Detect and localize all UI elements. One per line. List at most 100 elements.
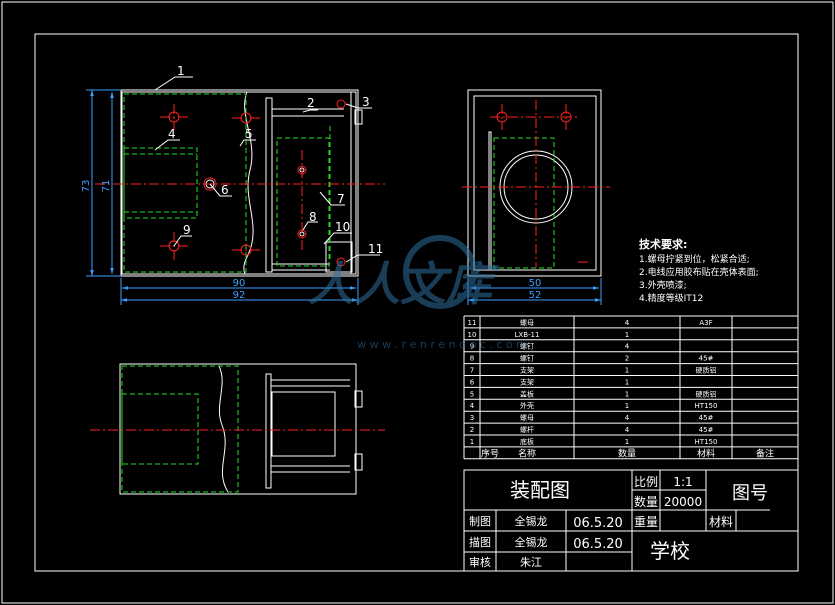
note-4: 4.精度等级IT12 xyxy=(639,292,703,304)
traced-label: 描图 xyxy=(469,535,491,549)
bom-cell: 1 xyxy=(470,438,474,446)
bom-header: 备注 xyxy=(756,447,774,459)
dim-71: 71 xyxy=(101,180,112,193)
dim-73: 73 xyxy=(81,180,92,193)
bom-cell: 1 xyxy=(625,331,629,339)
bom-cell: 1 xyxy=(625,367,629,375)
bom-cell: 支架 xyxy=(520,366,534,375)
part-label-6: 6 xyxy=(221,183,229,197)
bom-cell: 硬质铝 xyxy=(696,366,717,375)
part-label-2: 2 xyxy=(307,96,315,110)
bom-cell: 螺母 xyxy=(520,318,534,327)
bom-cell: 1 xyxy=(625,402,629,410)
drawn-name: 全锡龙 xyxy=(515,514,548,528)
notes-title: 技术要求: xyxy=(639,237,687,251)
part-label-10: 10 xyxy=(335,220,350,234)
side-view xyxy=(462,89,610,277)
bom-cell: 7 xyxy=(470,367,474,375)
top-view xyxy=(90,363,385,495)
part-label-7: 7 xyxy=(337,192,345,206)
bom-cell: 螺杆 xyxy=(520,425,534,434)
bom-cell: 11 xyxy=(468,319,477,327)
bom-cell: 8 xyxy=(470,355,474,363)
bom-cell: A3F xyxy=(699,319,712,327)
dim-92: 92 xyxy=(233,290,246,301)
bom-cell: 9 xyxy=(470,343,474,351)
school-name: 学校 xyxy=(650,539,690,563)
bom-cell: HT150 xyxy=(695,402,718,410)
bom-cell: LXB-11 xyxy=(515,331,540,339)
drawing-no-label: 图号 xyxy=(732,483,768,504)
bom-cell: 螺钉 xyxy=(520,342,534,351)
side-dimension-texts: 50 52 xyxy=(529,278,542,301)
material-label: 材料 xyxy=(709,515,733,529)
front-dimension-texts: 73 71 90 92 xyxy=(81,180,245,301)
bom-cell: 硬质铝 xyxy=(696,389,717,398)
leader-lines xyxy=(154,76,380,263)
note-1: 1.螺母拧紧到位，松紧合适; xyxy=(639,253,750,265)
bom-cell: HT150 xyxy=(695,438,718,446)
dim-52: 52 xyxy=(529,290,542,301)
bom-cell: 4 xyxy=(625,414,630,422)
checked-label: 审核 xyxy=(469,555,491,569)
dim-50: 50 xyxy=(529,278,542,289)
bom-header: 材料 xyxy=(697,447,715,459)
bom-cell: 支架 xyxy=(520,377,534,386)
bom-cell: 盖板 xyxy=(520,389,534,398)
bom-header: 序号 xyxy=(481,447,499,459)
technical-notes: 技术要求: 1.螺母拧紧到位，松紧合适; 2.电线应用胶布贴在壳体表面; 3.外… xyxy=(639,237,759,304)
watermark: 人人文库 w w w . r e n r e n d o c . c o m xyxy=(308,235,527,351)
bom-header: 名称 xyxy=(518,447,536,459)
bom-cell: 4 xyxy=(625,319,630,327)
weight-label: 重量 xyxy=(634,515,658,529)
scale-value: 1:1 xyxy=(673,475,692,489)
bom-cell: 4 xyxy=(470,402,475,410)
watermark-logo-ring xyxy=(403,235,477,309)
bom-cell: 底板 xyxy=(520,437,534,446)
bom-cell: 2 xyxy=(470,426,474,434)
front-dimensions xyxy=(86,89,359,305)
scale-label: 比例 xyxy=(634,475,658,489)
part-label-5: 5 xyxy=(245,127,253,141)
bom-cell: 5 xyxy=(470,390,474,398)
note-3: 3.外壳喷漆; xyxy=(639,279,687,291)
bom-cell: 45# xyxy=(699,355,714,363)
note-2: 2.电线应用胶布贴在壳体表面; xyxy=(639,266,759,278)
bom-cell: 1 xyxy=(625,378,629,386)
part-label-9: 9 xyxy=(183,223,191,237)
title-block: 装配图 比例 1:1 数量 20000 图号 重量 材料 制图 全锡龙 06.5… xyxy=(463,469,799,572)
bom-cell: 2 xyxy=(625,355,629,363)
qty-value: 20000 xyxy=(664,495,702,509)
part-labels: 1 2 3 4 5 6 7 8 9 10 11 xyxy=(168,64,383,256)
bom-cell: 1 xyxy=(625,390,629,398)
traced-date: 06.5.20 xyxy=(573,537,623,552)
bom-cell: 45# xyxy=(699,414,714,422)
bom-cell: 6 xyxy=(470,378,475,386)
bom-cell: 外壳 xyxy=(520,401,534,410)
title-name: 装配图 xyxy=(510,478,570,502)
bom-cell: 10 xyxy=(468,331,477,339)
bom-cell: 3 xyxy=(470,414,474,422)
dim-90: 90 xyxy=(233,278,246,289)
part-label-4: 4 xyxy=(168,127,176,141)
front-view xyxy=(95,89,385,277)
part-label-8: 8 xyxy=(309,210,317,224)
part-label-3: 3 xyxy=(362,95,370,109)
bom-cell: 4 xyxy=(625,343,630,351)
bom-header: 数量 xyxy=(618,447,636,459)
drawn-date: 06.5.20 xyxy=(573,516,623,531)
watermark-text: 人人文库 xyxy=(308,257,500,311)
traced-name: 全锡龙 xyxy=(515,535,548,549)
bom-cell: 4 xyxy=(625,426,630,434)
bom-cell: 螺母 xyxy=(520,413,534,422)
bom-cell: 1 xyxy=(625,438,629,446)
qty-label: 数量 xyxy=(634,494,658,509)
watermark-url: w w w . r e n r e n d o c . c o m xyxy=(357,338,527,351)
bom-cell: 螺钉 xyxy=(520,354,534,363)
checked-name: 朱江 xyxy=(520,556,542,569)
part-label-11: 11 xyxy=(368,242,383,256)
part-label-1: 1 xyxy=(177,64,185,78)
drawn-label: 制图 xyxy=(469,515,491,528)
